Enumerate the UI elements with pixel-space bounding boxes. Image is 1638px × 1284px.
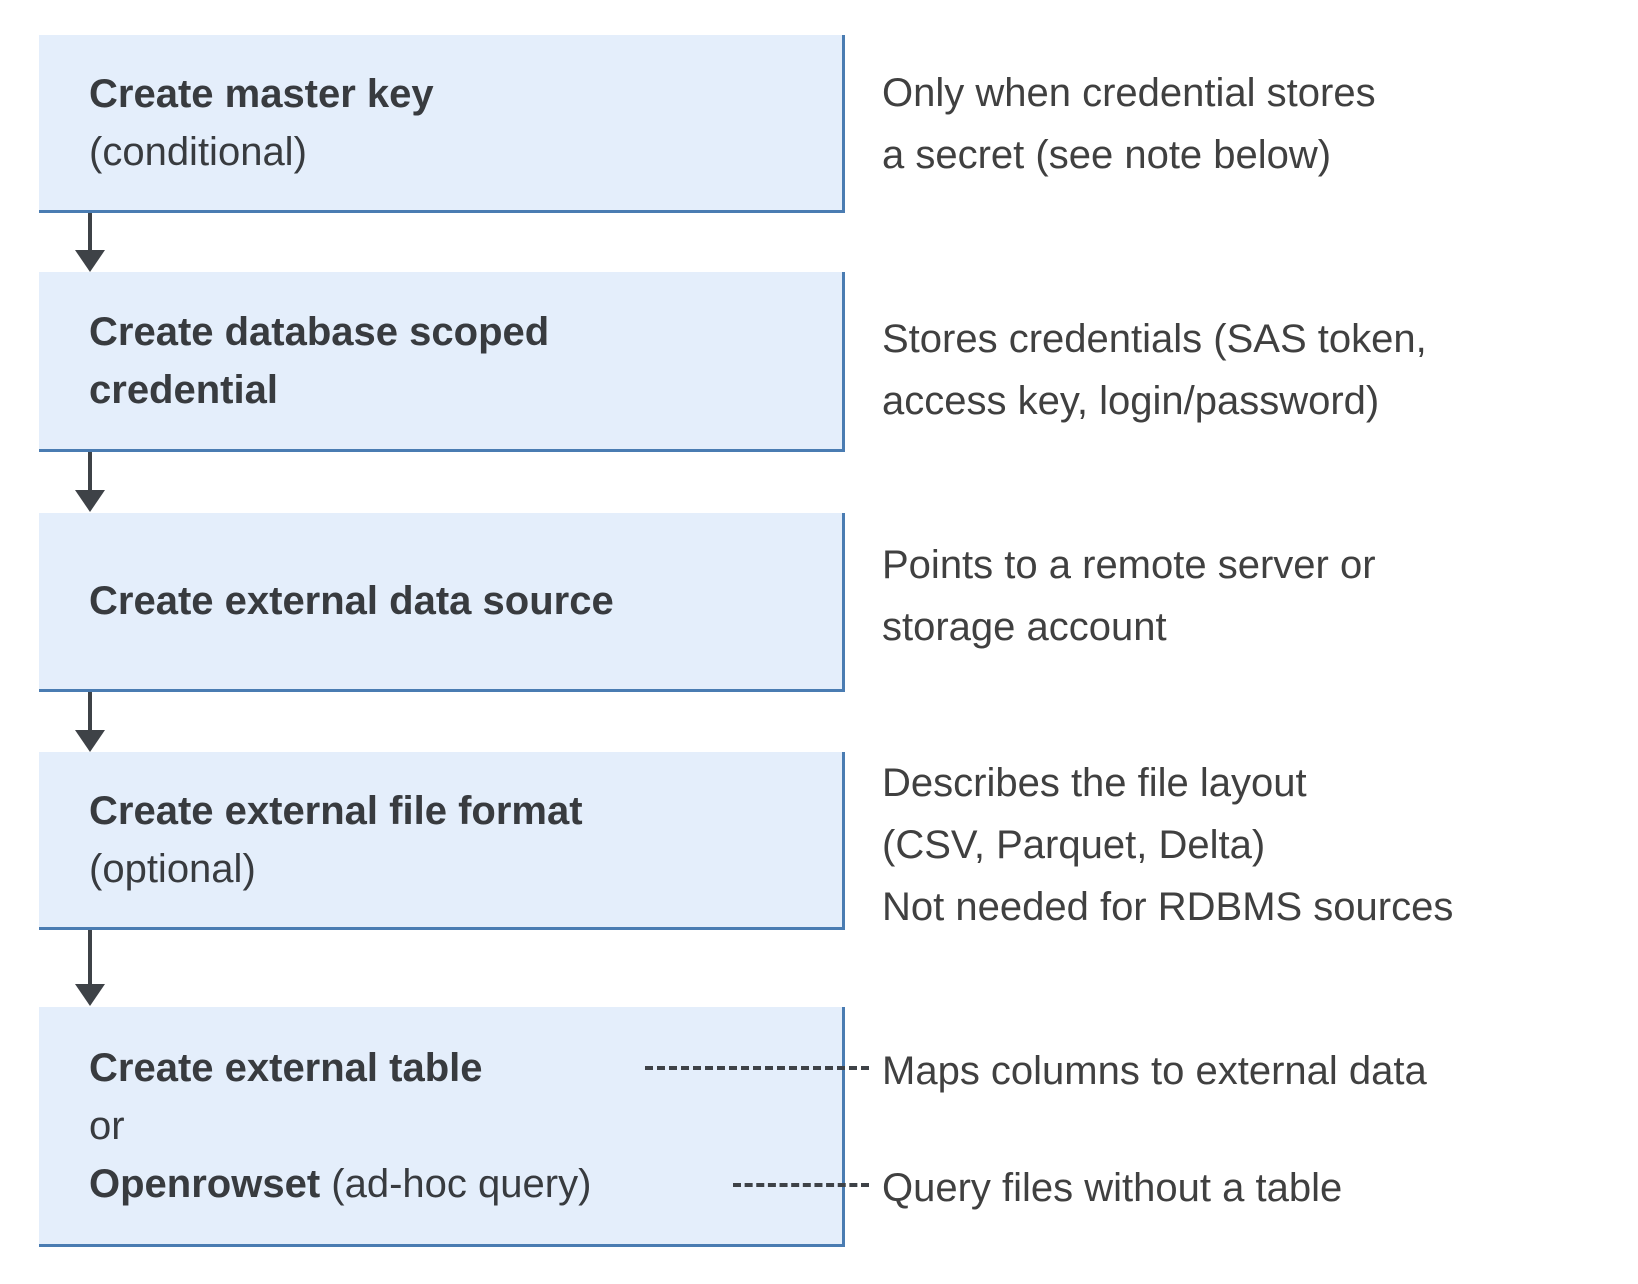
note-line: access key, login/password) [882,379,1380,423]
step2-title-line2: credential [89,367,278,412]
note-line: Not needed for RDBMS sources [882,885,1454,929]
dashed-connector-openrowset [733,1183,869,1187]
step-box-external-data-source: Create external data source [39,513,845,692]
step-box-database-scoped-credential: Create database scoped credential [39,272,845,452]
down-arrow-connector-4 [75,930,105,1006]
step3-title: Create external data source [89,579,614,623]
step-box-create-master-key: Create master key (conditional) [39,35,845,213]
note-external-data-source: Points to a remote server or storage acc… [882,534,1376,658]
note-line: Points to a remote server or [882,543,1376,587]
note-master-key: Only when credential stores a secret (se… [882,62,1376,186]
step5-alt-title: Openrowset [89,1161,321,1206]
arrow-stem [88,213,92,250]
step2-title-line1: Create database scoped [89,309,550,354]
note-line: storage account [882,605,1167,649]
note-external-file-format: Describes the file layout (CSV, Parquet,… [882,752,1453,938]
step-box-external-table-or-openrowset: Create external table or Openrowset (ad-… [39,1007,845,1247]
step1-qualifier: (conditional) [89,129,307,174]
down-arrow-connector-2 [75,452,105,512]
step5-alt-line: Openrowset (ad-hoc query) [89,1155,842,1213]
step1-title: Create master key [89,71,434,116]
arrow-head [75,730,105,752]
down-arrow-connector-3 [75,692,105,752]
note-line: Maps columns to external data [882,1049,1427,1093]
note-line: a secret (see note below) [882,133,1332,177]
note-external-table: Maps columns to external data [882,1040,1427,1102]
arrow-stem [88,452,92,490]
note-line: Describes the file layout [882,761,1307,805]
note-openrowset: Query files without a table [882,1157,1342,1219]
arrow-stem [88,692,92,730]
arrow-head [75,250,105,272]
note-line: Stores credentials (SAS token, [882,317,1427,361]
note-line: (CSV, Parquet, Delta) [882,823,1266,867]
step4-title: Create external file format [89,788,583,833]
step5-title: Create external table [89,1045,483,1090]
step5-or-word: or [89,1103,125,1148]
arrow-head [75,490,105,512]
arrow-stem [88,930,92,984]
note-line: Query files without a table [882,1166,1343,1210]
arrow-head [75,984,105,1006]
step4-qualifier: (optional) [89,846,256,891]
note-database-scoped-credential: Stores credentials (SAS token, access ke… [882,308,1427,432]
down-arrow-connector-1 [75,213,105,272]
step-box-external-file-format: Create external file format (optional) [39,752,845,930]
dashed-connector-external-table [645,1066,869,1070]
step5-alt-qualifier: (ad-hoc query) [320,1161,592,1206]
note-line: Only when credential stores [882,71,1376,115]
